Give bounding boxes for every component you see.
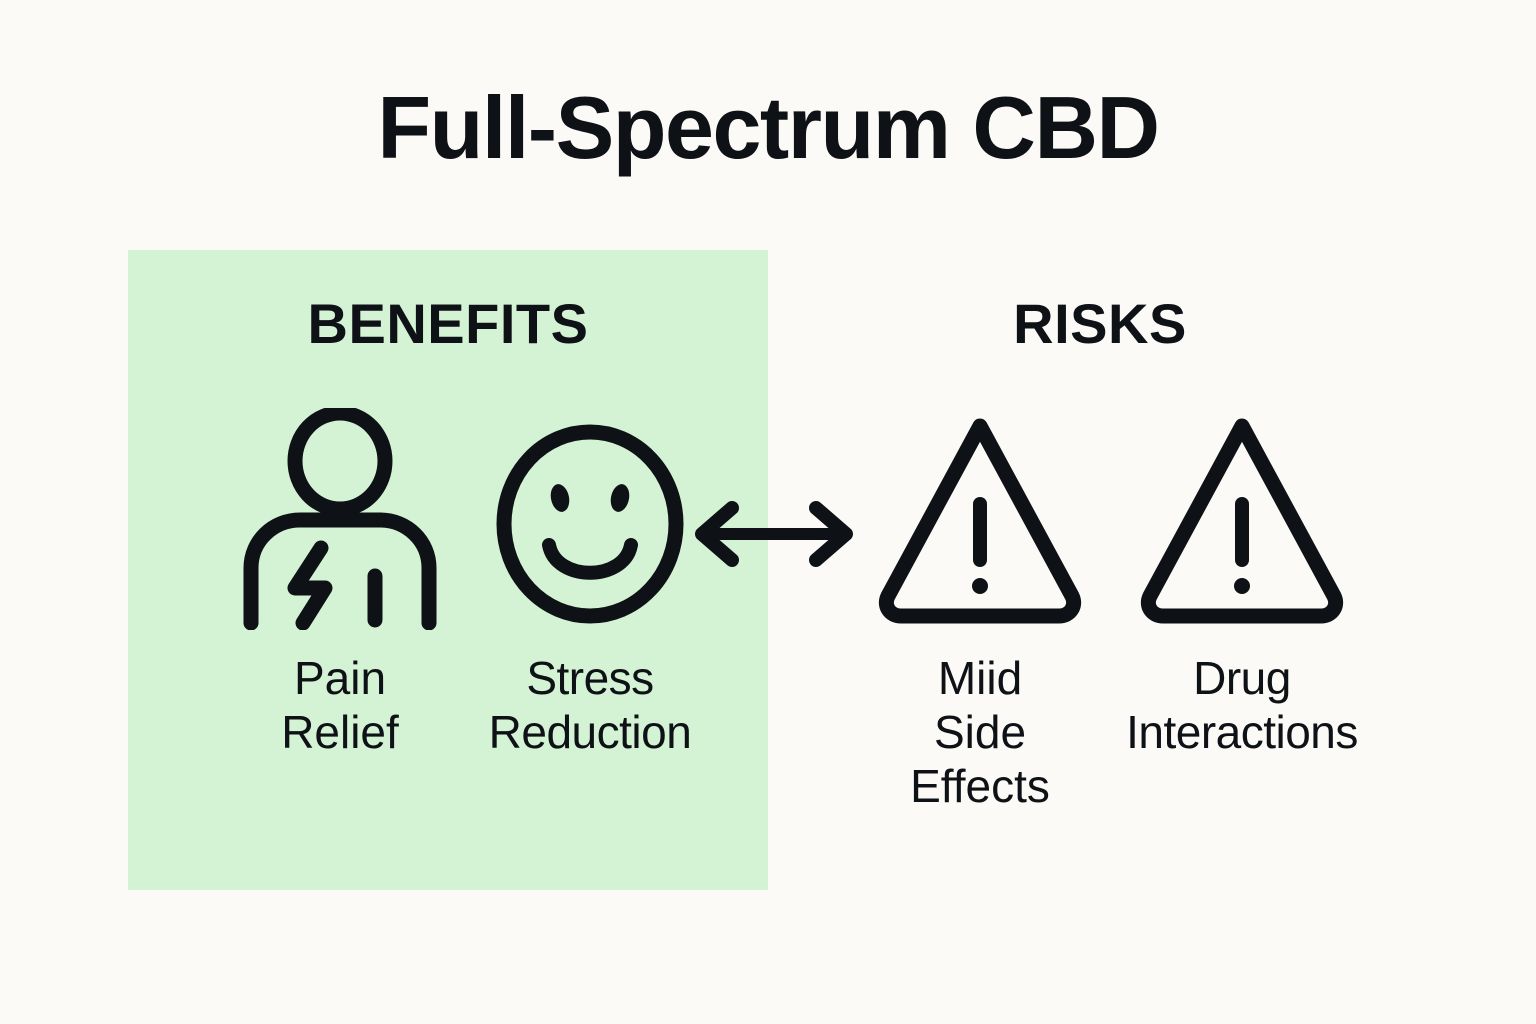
person-with-lightning-bolt-icon: [243, 408, 437, 630]
warning-triangle-icon: [878, 418, 1082, 624]
benefit-item-pain-relief: Pain Relief: [210, 408, 470, 760]
risk-label-mild-side-effects: Miid Side Effects: [910, 652, 1050, 812]
benefits-heading: BENEFITS: [307, 292, 589, 355]
risk-label-drug-interactions: Drug Interactions: [1126, 652, 1358, 758]
smiley-face-icon: [496, 424, 684, 624]
risk-item-drug-interactions: Drug Interactions: [1092, 408, 1392, 760]
risks-heading: RISKS: [1013, 292, 1187, 355]
benefit-label-pain-relief: Pain Relief: [281, 652, 399, 758]
double-headed-arrow-icon: [695, 501, 853, 567]
risk-item-mild-side-effects: Miid Side Effects: [855, 408, 1105, 813]
benefit-label-stress-reduction: Stress Reduction: [488, 652, 692, 758]
warning-triangle-icon: [1140, 418, 1344, 624]
benefit-item-stress-reduction: Stress Reduction: [440, 408, 740, 760]
page-title: Full-Spectrum CBD: [377, 78, 1160, 177]
